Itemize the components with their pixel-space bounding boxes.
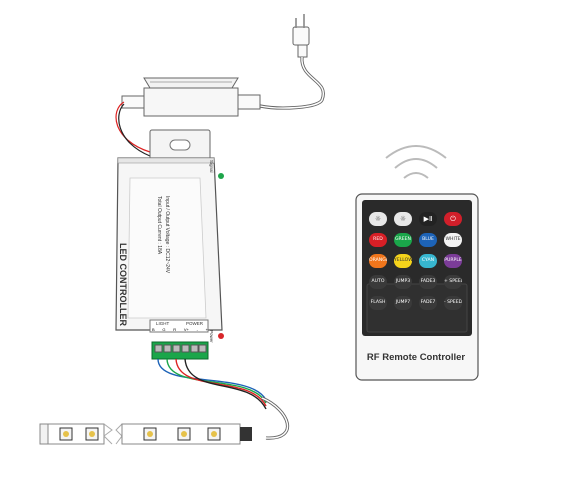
remote-title: RF Remote Controller [366, 352, 466, 363]
terminal-label: + [205, 327, 208, 332]
power-led-icon [218, 333, 224, 339]
terminal-block [151, 341, 209, 360]
blue-button[interactable]: BLUE [419, 233, 437, 247]
remote-button-label: YELLOW [394, 258, 412, 263]
white-button[interactable]: WHITE [444, 233, 462, 247]
remote-button-label: AUTO [371, 279, 385, 284]
signal-led-icon [218, 173, 224, 179]
terminal-label: R [173, 327, 177, 332]
remote-button-label: RED [373, 237, 383, 242]
terminal-label: G [162, 327, 166, 332]
fade7-button[interactable]: FADE7 [419, 296, 437, 310]
remote-button-label: GREEN [395, 237, 411, 242]
power-button[interactable]: ⏻ [444, 212, 462, 226]
remote-button-label: FLASH [370, 300, 386, 305]
cyan-button[interactable]: CYAN [419, 254, 437, 268]
remote-button-label: + SPEED [444, 279, 462, 284]
remote-button-label: WHITE [445, 237, 461, 242]
terminal-label: B [152, 327, 155, 332]
controller-current: Total Output Current : 18A [156, 196, 162, 255]
brightness-up-button[interactable]: ☼ [369, 212, 387, 226]
jump7-button[interactable]: JUMP7 [394, 296, 412, 310]
terminal-label: V+ [183, 327, 189, 332]
red-button[interactable]: RED [369, 233, 387, 247]
remote-button-label: ORANGE [369, 258, 387, 263]
remote-button-label: FADE7 [420, 300, 436, 305]
orange-button[interactable]: ORANGE [369, 254, 387, 268]
remote-button-label: - SPEED [444, 300, 462, 305]
jump3-button[interactable]: JUMP3 [394, 275, 412, 289]
speed-button[interactable]: - SPEED [444, 296, 462, 310]
remote-button-label: BLUE [422, 237, 434, 242]
terminal-labels: B G R V+ - + [152, 327, 208, 332]
remote-button-label: FADE3 [420, 279, 436, 284]
terminal-label: - [196, 327, 198, 332]
power-label: Power [209, 330, 214, 343]
wireless-signal-icon [385, 145, 447, 179]
fade3-button[interactable]: FADE3 [419, 275, 437, 289]
remote-button-label: PURPLE [444, 258, 462, 263]
signal-label: Signal [209, 160, 214, 173]
play-pause-button[interactable]: ▶Ⅱ [419, 212, 437, 226]
led-strip [39, 423, 252, 445]
purple-button[interactable]: PURPLE [444, 254, 462, 268]
play-pause-icon: ▶Ⅱ [423, 215, 433, 223]
power-plug [259, 14, 325, 110]
flash-button[interactable]: FLASH [369, 296, 387, 310]
led-controller-box [115, 157, 224, 339]
auto-button[interactable]: AUTO [369, 275, 387, 289]
brightness-up-icon: ☼ [374, 215, 382, 223]
power-terminal-label: POWER [186, 321, 204, 326]
remote-button-label: CYAN [421, 258, 435, 263]
power-adapter [121, 77, 261, 117]
remote-button-label: JUMP7 [395, 300, 411, 305]
controller-brand: LED CONTROLLER [118, 243, 128, 326]
yellow-button[interactable]: YELLOW [394, 254, 412, 268]
brightness-down-icon: ☼ [399, 215, 407, 223]
brightness-down-button[interactable]: ☼ [394, 212, 412, 226]
power-icon: ⏻ [450, 215, 456, 223]
green-button[interactable]: GREEN [394, 233, 412, 247]
light-terminal-label: LIGHT [156, 321, 170, 326]
speed-button[interactable]: + SPEED [444, 275, 462, 289]
remote-button-label: JUMP3 [395, 279, 411, 284]
controller-voltage: Input / Output Voltage : DC12~24V [164, 196, 170, 274]
